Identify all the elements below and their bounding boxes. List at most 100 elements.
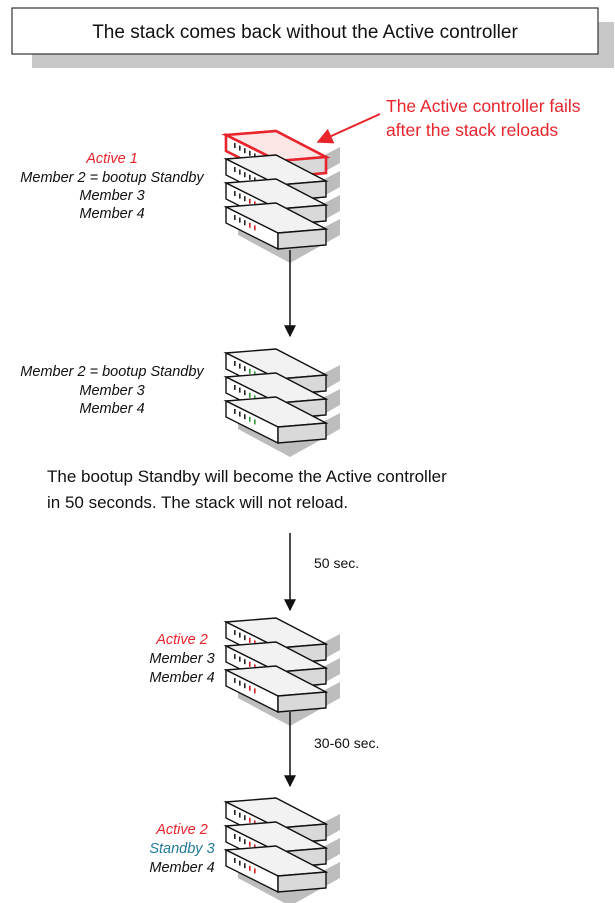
switch-member-4 xyxy=(223,845,340,903)
switch-port-mark xyxy=(249,865,251,871)
switch-port-mark xyxy=(239,680,241,686)
switch-port-mark xyxy=(239,387,241,393)
switch-port-mark xyxy=(249,841,251,847)
switch-port-mark xyxy=(249,174,251,180)
stage-4-labels: Active 2 Standby 3 Member 4 xyxy=(149,822,214,876)
callout: The Active controller fails after the st… xyxy=(316,96,581,144)
switch-port-mark xyxy=(244,172,246,178)
stage-2-member-4-label: Member 4 xyxy=(79,401,144,417)
switch-port-mark xyxy=(244,220,246,226)
switch-port-mark xyxy=(234,215,236,220)
switch-port-mark xyxy=(234,834,236,839)
switch-port-mark xyxy=(244,414,246,420)
switch-port-mark xyxy=(234,858,236,863)
switch-port-mark xyxy=(244,659,246,665)
stage-1-active-label: Active 1 xyxy=(85,151,138,167)
switch-port-mark xyxy=(249,685,251,691)
note: The bootup Standby will become the Activ… xyxy=(47,467,447,512)
title-box: The stack comes back without the Active … xyxy=(11,7,614,68)
switch-port-mark xyxy=(249,198,251,204)
switch-port-mark xyxy=(234,630,236,635)
stage-1-member-4-label: Member 4 xyxy=(79,206,144,222)
switch-port-mark xyxy=(239,656,241,662)
stage-1-labels: Active 1 Member 2 = bootup Standby Membe… xyxy=(20,151,204,222)
switch-port-mark xyxy=(249,661,251,667)
switch-port-mark xyxy=(239,632,241,638)
switch-port-mark xyxy=(239,411,241,417)
switch-port-mark xyxy=(239,169,241,175)
page-title: The stack comes back without the Active … xyxy=(92,22,518,43)
stage-2-labels: Member 2 = bootup Standby Member 3 Membe… xyxy=(20,364,204,417)
switch-port-mark xyxy=(254,820,256,826)
switch-port-mark xyxy=(254,201,256,207)
note-line-1: The bootup Standby will become the Activ… xyxy=(47,467,447,486)
switch-port-mark xyxy=(239,193,241,199)
switch-port-mark xyxy=(254,844,256,850)
switch-port-mark xyxy=(234,654,236,659)
switch-port-mark xyxy=(244,635,246,641)
switch-port-mark xyxy=(254,688,256,694)
switch-port-mark xyxy=(239,860,241,866)
switch-port-mark xyxy=(244,839,246,845)
switch-port-mark xyxy=(244,196,246,202)
switch-port-mark xyxy=(244,815,246,821)
stage-4-standby-label: Standby 3 xyxy=(149,841,214,857)
switch-port-mark xyxy=(249,392,251,398)
switch-port-mark xyxy=(249,368,251,374)
stage-4-member-4-label: Member 4 xyxy=(149,860,214,876)
switch-port-mark xyxy=(234,810,236,815)
switch-port-mark xyxy=(244,863,246,869)
switch-port-mark xyxy=(244,390,246,396)
stage-3-labels: Active 2 Member 3 Member 4 xyxy=(149,632,214,686)
switch-port-mark xyxy=(249,150,251,156)
switch-port-mark xyxy=(249,416,251,422)
switch-port-mark xyxy=(249,817,251,823)
switch-port-mark xyxy=(234,385,236,390)
stage-2-member-2-label: Member 2 = bootup Standby xyxy=(20,364,204,380)
stage-3-member-3-label: Member 3 xyxy=(149,651,214,667)
stage-4-switch-stack xyxy=(223,797,340,903)
switch-port-mark xyxy=(239,812,241,818)
stage-3-switch-stack xyxy=(223,617,340,726)
switch-port-mark xyxy=(239,836,241,842)
stage-1-member-2-label: Member 2 = bootup Standby xyxy=(20,170,204,186)
switch-port-mark xyxy=(244,683,246,689)
switch-port-mark xyxy=(234,191,236,196)
switch-port-mark xyxy=(254,177,256,183)
switch-port-mark xyxy=(254,225,256,231)
switch-member-4 xyxy=(223,396,340,457)
switch-port-mark xyxy=(254,419,256,425)
switch-port-mark xyxy=(249,222,251,228)
stage-4-active-label: Active 2 xyxy=(155,822,208,838)
switch-port-mark xyxy=(254,664,256,670)
switch-port-mark xyxy=(254,153,256,159)
switch-port-mark xyxy=(254,395,256,401)
note-line-2: in 50 seconds. The stack will not reload… xyxy=(47,493,348,512)
switch-port-mark xyxy=(234,143,236,148)
arrow-50-sec-label: 50 sec. xyxy=(314,555,359,571)
switch-port-mark xyxy=(254,371,256,377)
stage-3-member-4-label: Member 4 xyxy=(149,670,214,686)
switch-port-mark xyxy=(234,678,236,683)
switch-port-mark xyxy=(234,409,236,414)
switch-port-mark xyxy=(239,145,241,151)
switch-port-mark xyxy=(244,148,246,154)
title-frame xyxy=(11,7,599,55)
switch-port-mark xyxy=(254,640,256,646)
switch-port-mark xyxy=(234,167,236,172)
switch-port-mark xyxy=(239,363,241,369)
stage-2-member-3-label: Member 3 xyxy=(79,383,144,399)
callout-line-2: after the stack reloads xyxy=(386,120,558,140)
stage-2-switch-stack xyxy=(223,348,340,457)
switch-port-mark xyxy=(254,868,256,874)
switch-member-4 xyxy=(223,665,340,726)
arrow-30-60-sec-label: 30-60 sec. xyxy=(314,735,379,751)
callout-line-1: The Active controller fails xyxy=(386,96,581,116)
stage-3-active-label: Active 2 xyxy=(155,632,208,648)
stage-1-member-3-label: Member 3 xyxy=(79,188,144,204)
stage-1-switch-stack xyxy=(221,129,340,263)
callout-arrow xyxy=(316,113,381,144)
switch-port-mark xyxy=(239,217,241,223)
switch-port-mark xyxy=(249,637,251,643)
